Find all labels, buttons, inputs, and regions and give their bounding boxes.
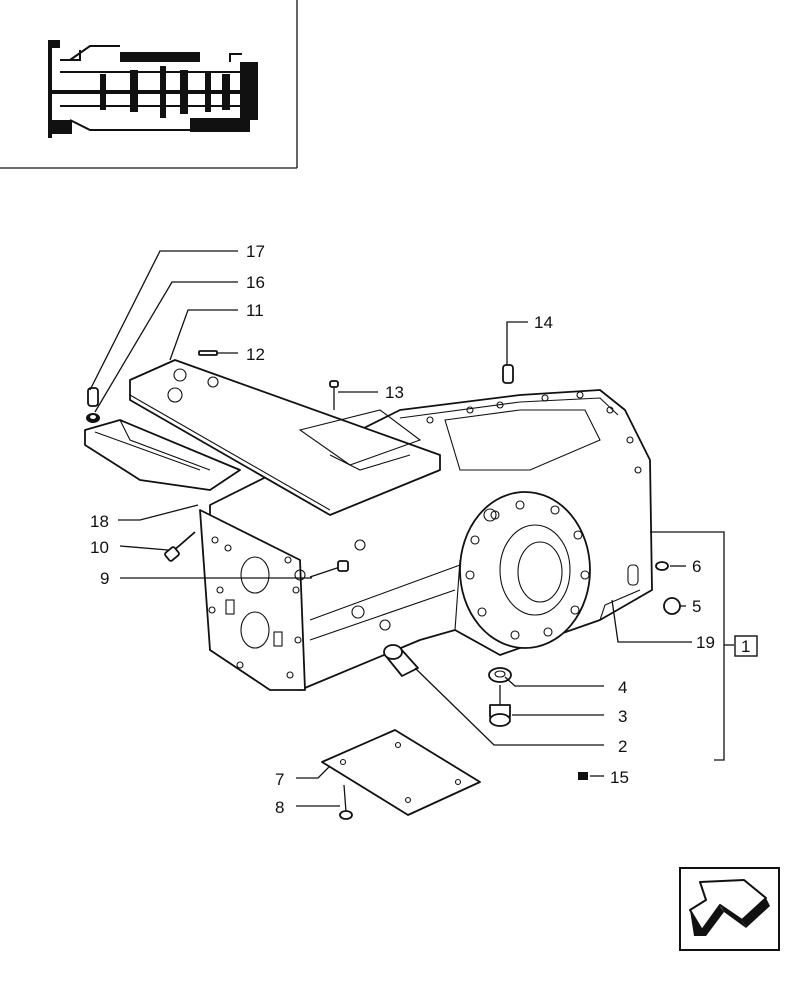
callout-8: 8 bbox=[275, 798, 284, 817]
callout-11: 11 bbox=[246, 301, 264, 320]
callout-1-box bbox=[734, 635, 758, 657]
cover-plate-7-part bbox=[321, 729, 481, 816]
pin-12-part bbox=[198, 350, 218, 356]
callout-4: 4 bbox=[618, 678, 627, 697]
plug-6-part bbox=[655, 561, 669, 571]
bolt-8-part bbox=[339, 784, 353, 820]
callout-7: 7 bbox=[275, 770, 284, 789]
callout-5: 5 bbox=[692, 597, 701, 616]
nav-arrow-button[interactable] bbox=[679, 867, 780, 951]
callout-15: 15 bbox=[610, 768, 629, 787]
callout-16: 16 bbox=[246, 273, 265, 292]
callout-18: 18 bbox=[90, 512, 109, 531]
callout-3: 3 bbox=[618, 707, 627, 726]
bolt-9-part bbox=[309, 560, 349, 578]
callout-6: 6 bbox=[692, 557, 701, 576]
callout-1: 1 bbox=[741, 637, 750, 656]
top-cover-plate bbox=[129, 359, 441, 516]
drain-plug-3-part bbox=[489, 685, 511, 727]
leader-lines bbox=[89, 250, 734, 807]
bolt-13-part bbox=[329, 380, 339, 410]
callout-13: 13 bbox=[385, 383, 404, 402]
washer-16-part bbox=[86, 413, 100, 423]
callout-12: 12 bbox=[246, 345, 265, 364]
bushing-2-part bbox=[383, 644, 419, 677]
cap-5-part bbox=[663, 597, 681, 615]
callout-10: 10 bbox=[90, 538, 109, 557]
transmission-section-icon bbox=[48, 40, 258, 138]
thumbnail-frame bbox=[0, 0, 298, 169]
screw-10-part bbox=[164, 531, 196, 562]
callout-9: 9 bbox=[100, 569, 109, 588]
dowel-14-part bbox=[502, 364, 514, 384]
callout-labels: 17 16 11 12 13 14 18 10 9 6 5 19 4 3 2 7… bbox=[90, 242, 758, 817]
callout-14: 14 bbox=[534, 313, 553, 332]
callout-19: 19 bbox=[696, 633, 715, 652]
washer-4-part bbox=[488, 667, 512, 683]
gasket-tray bbox=[84, 419, 241, 491]
screw-17-part bbox=[87, 387, 99, 407]
sealant-15-part bbox=[578, 772, 588, 780]
arrow-down-left-icon bbox=[689, 879, 770, 936]
callout-17: 17 bbox=[246, 242, 265, 261]
callout-2: 2 bbox=[618, 737, 627, 756]
